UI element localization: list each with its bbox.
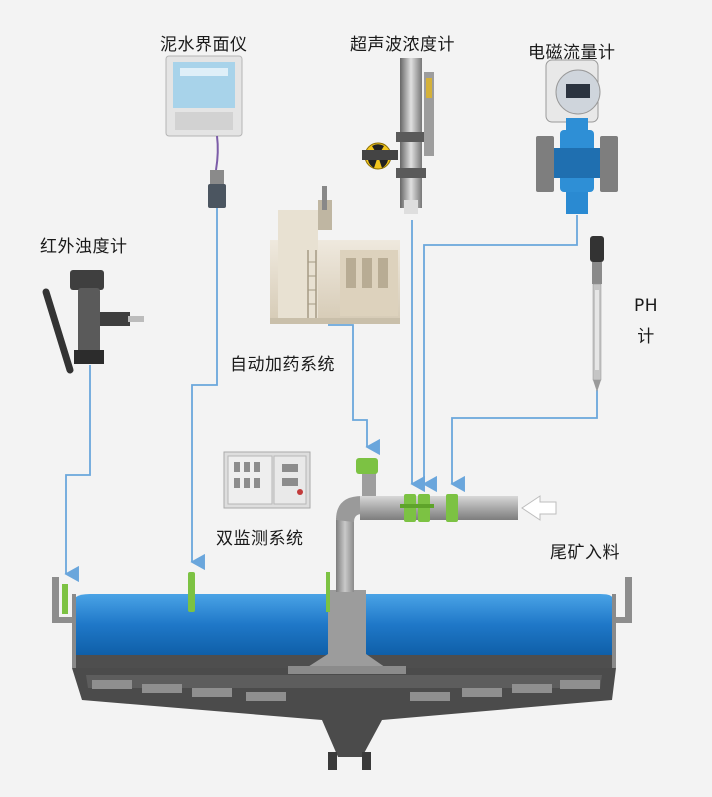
- rake-blades: [92, 680, 600, 701]
- dosing-nozzle-sensor: [356, 458, 378, 474]
- feed-pipe-horizontal: [360, 496, 518, 520]
- label-ph-meter-line2: 计: [637, 327, 655, 347]
- label-auto-dosing-system: 自动加药系统: [230, 355, 335, 375]
- signal-lines: [64, 208, 598, 583]
- dual-monitoring-system-device: [223, 451, 311, 509]
- flow-signal-line: [422, 215, 578, 493]
- tank-right-lip: [625, 577, 632, 620]
- turbidity-probe: [62, 584, 68, 614]
- interface-signal-line: [190, 208, 218, 571]
- label-mud-interface-meter: 泥水界面仪: [160, 35, 248, 55]
- infrared-turbidity-meter-device: [42, 270, 144, 374]
- label-ultrasonic-density-meter: 超声波浓度计: [350, 35, 455, 55]
- ph-signal-line: [450, 390, 598, 493]
- center-probe: [326, 572, 330, 612]
- pipe-sensors: [356, 458, 458, 522]
- ph-sensor-clamp: [446, 494, 458, 522]
- dosing-signal-line: [328, 324, 380, 456]
- label-electromagnetic-flowmeter: 电磁流量计: [528, 43, 616, 63]
- tank-left-lip: [52, 577, 59, 620]
- auto-dosing-system-device: [270, 186, 400, 324]
- thickener-tank: [52, 577, 632, 770]
- electromagnetic-flowmeter-device: [536, 59, 618, 214]
- label-dual-monitoring-system: 双监测系统: [216, 529, 304, 549]
- feed-pipe: [336, 470, 557, 592]
- mud-interface-meter-device: [165, 55, 243, 208]
- feed-inflow-arrow: [521, 495, 557, 521]
- interface-probe: [188, 572, 195, 612]
- tank-sensors: [62, 572, 330, 614]
- turbidity-signal-line: [64, 365, 91, 583]
- center-feedwell: [300, 590, 392, 672]
- label-ph-meter-line1: PH: [633, 296, 659, 316]
- label-infrared-turbidity-meter: 红外浊度计: [40, 237, 128, 257]
- ultrasonic-density-meter-device: [362, 58, 434, 214]
- ph-meter-device: [590, 236, 604, 392]
- label-tailings-feed: 尾矿入料: [550, 543, 620, 563]
